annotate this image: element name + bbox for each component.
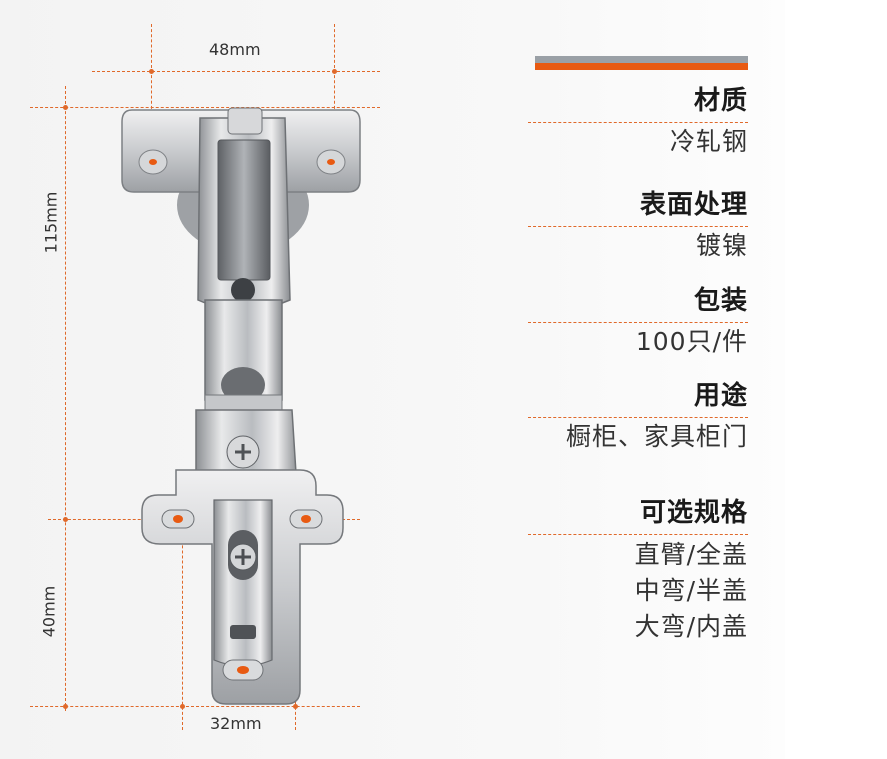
spec-value-material: 冷轧钢 (669, 127, 748, 156)
white-margin (785, 0, 887, 759)
spec-value-option-3: 大弯/内盖 (634, 612, 748, 641)
spec-title-packaging: 包装 (693, 286, 748, 316)
spec-title-options: 可选规格 (639, 498, 748, 528)
dim-label-bottom-width: 32mm (210, 714, 262, 733)
dim-marker (293, 704, 298, 709)
spec-value-usage: 橱柜、家具柜门 (565, 422, 748, 451)
spec-value-option-1: 直臂/全盖 (634, 540, 748, 569)
dim-guide-bottom (30, 706, 360, 707)
dim-marker (63, 704, 68, 709)
dim-label-top-width: 48mm (209, 40, 261, 59)
dim-line-top-width (92, 71, 380, 72)
spec-divider (528, 226, 748, 227)
spec-divider (528, 417, 748, 418)
dim-label-height-lower: 40mm (39, 585, 59, 638)
dim-guide-top (30, 107, 380, 108)
spec-value-packaging: 100只/件 (635, 327, 748, 356)
spec-title-usage: 用途 (693, 381, 748, 411)
dim-line-height-total (65, 86, 66, 711)
spec-title-surface: 表面处理 (639, 190, 748, 220)
dim-label-height-total: 115mm (41, 191, 61, 254)
dim-guide-bottom-left (182, 500, 183, 730)
dim-marker (180, 704, 185, 709)
spec-divider (528, 122, 748, 123)
dim-marker (149, 69, 154, 74)
spec-value-option-2: 中弯/半盖 (634, 576, 748, 605)
hinge-image (121, 107, 361, 705)
dim-marker (63, 517, 68, 522)
spec-divider (528, 534, 748, 535)
spec-header-bar (535, 56, 748, 70)
dim-marker (63, 105, 68, 110)
dim-marker (332, 69, 337, 74)
spec-divider (528, 322, 748, 323)
spec-title-material: 材质 (693, 86, 748, 116)
spec-value-surface: 镀镍 (695, 231, 748, 260)
